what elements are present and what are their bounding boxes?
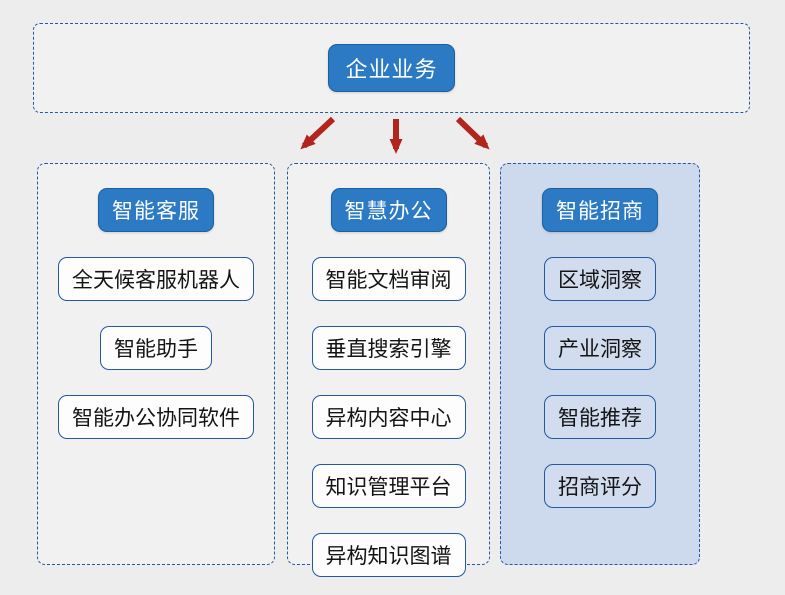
root-panel: 企业业务 xyxy=(33,23,750,113)
feature-node: 智能办公协同软件 xyxy=(58,395,254,439)
feature-node: 垂直搜索引擎 xyxy=(311,326,466,370)
column-intelligent-customer-service: 智能客服 全天候客服机器人 智能助手 智能办公协同软件 xyxy=(37,163,275,565)
column-intelligent-investment: 智能招商 区域洞察 产业洞察 智能推荐 招商评分 xyxy=(500,163,700,565)
feature-node: 智能推荐 xyxy=(544,395,656,439)
feature-node: 异构知识图谱 xyxy=(311,533,466,577)
feature-node: 产业洞察 xyxy=(544,326,656,370)
feature-node: 智能助手 xyxy=(100,326,212,370)
feature-node: 区域洞察 xyxy=(544,257,656,301)
feature-node: 知识管理平台 xyxy=(311,464,466,508)
feature-node: 智能文档审阅 xyxy=(311,257,466,301)
column-header-node: 智能招商 xyxy=(542,188,658,232)
column-header-node: 智慧办公 xyxy=(330,188,447,232)
feature-node: 全天候客服机器人 xyxy=(58,257,254,301)
column-header-node: 智能客服 xyxy=(98,188,214,232)
column-smart-office: 智慧办公 智能文档审阅 垂直搜索引擎 异构内容中心 知识管理平台 异构知识图谱 xyxy=(287,163,490,577)
feature-node: 招商评分 xyxy=(544,464,656,508)
feature-node: 异构内容中心 xyxy=(311,395,466,439)
root-node-enterprise-business: 企业业务 xyxy=(328,44,455,92)
